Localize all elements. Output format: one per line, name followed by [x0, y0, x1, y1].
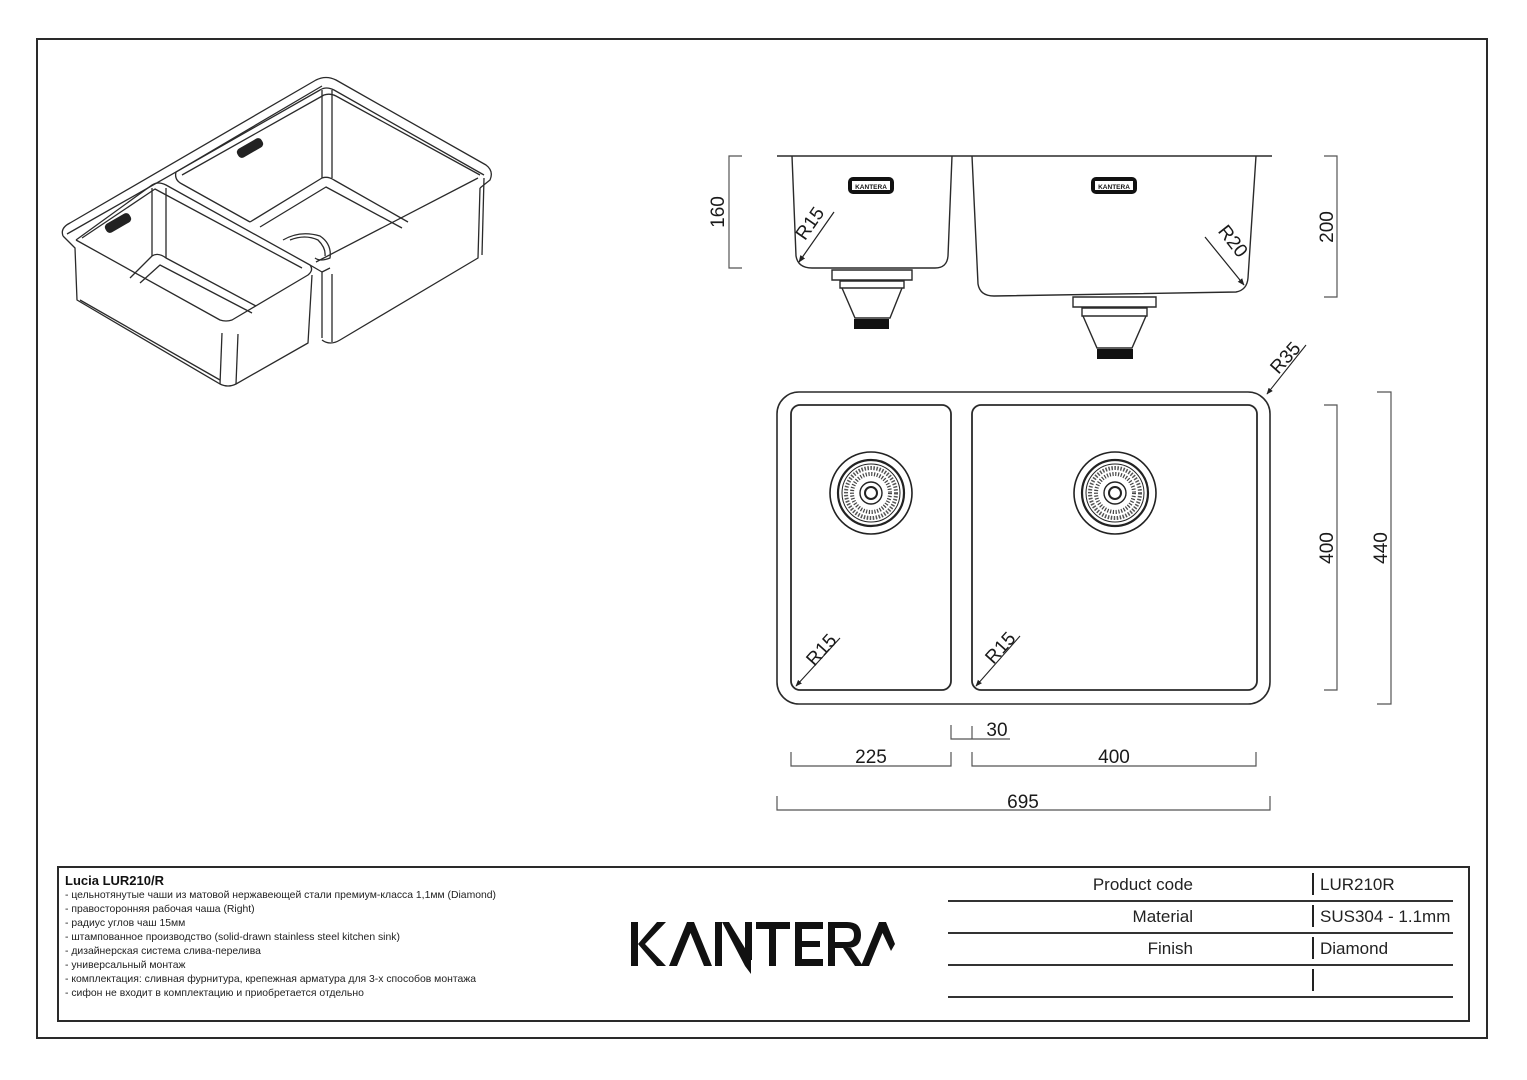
title-block: Lucia LUR210/R - цельнотянутые чаши из м… — [57, 866, 1470, 1022]
badge-text: KANTERA — [1098, 184, 1130, 191]
small-bowl-radius-label: R15 — [792, 204, 829, 245]
spec-separator — [1312, 873, 1314, 895]
feature-line: - радиус углов чаш 15мм — [65, 918, 186, 929]
kantera-logo — [631, 922, 895, 974]
right-bowl-radius-label: R15 — [981, 628, 1020, 668]
inner-height-label: 400 — [1317, 532, 1338, 564]
feature-line: - комплектация: сливная фурнитура, крепе… — [65, 974, 476, 985]
isometric-sink-view — [61, 76, 492, 387]
overall-width-label: 695 — [1007, 792, 1039, 813]
top-radius-leaders — [795, 344, 1307, 687]
spec-separator — [1312, 937, 1314, 959]
feature-line: - штампованное производство (solid-drawn… — [65, 932, 400, 943]
right-bowl-width-label: 400 — [1098, 747, 1130, 768]
product-title: Lucia LUR210/R — [65, 873, 164, 888]
feature-line: - универсальный монтаж — [65, 960, 186, 971]
divider-width-label: 30 — [986, 720, 1007, 741]
outer-height-label: 440 — [1371, 532, 1392, 564]
feature-line: - цельнотянутые чаши из матовой нержавею… — [65, 890, 497, 901]
spec-value: Diamond — [1320, 939, 1389, 958]
product-description: Lucia LUR210/R - цельнотянутые чаши из м… — [65, 873, 605, 1001]
spec-label: Finish — [1147, 939, 1193, 958]
feature-line: - дизайнерская система слива-перелива — [65, 946, 261, 957]
spec-separator — [1312, 969, 1314, 991]
front-dimension-lines — [728, 155, 1338, 298]
spec-label: Material — [1132, 907, 1193, 926]
large-bowl-radius-label: R20 — [1213, 221, 1251, 261]
spec-row-finish: Finish Diamond — [948, 934, 1453, 966]
drain-strainer-icon — [828, 450, 914, 536]
outer-radius-label: R35 — [1266, 338, 1305, 378]
spec-value: SUS304 - 1.1mm — [1320, 907, 1451, 926]
drawing-sheet-frame — [36, 38, 1488, 1039]
spec-value: LUR210R — [1320, 875, 1395, 894]
technical-drawing: KANTERA KANTERA 160 200 R15 R20 R15 R15 … — [61, 76, 1392, 813]
spec-table: Product code LUR210R Material SUS304 - 1… — [948, 870, 1453, 998]
spec-row-material: Material SUS304 - 1.1mm — [948, 902, 1453, 934]
spec-label: Product code — [1092, 875, 1193, 894]
large-bowl-depth-label: 200 — [1317, 211, 1338, 243]
left-bowl-width-label: 225 — [855, 747, 887, 768]
spec-row-empty — [948, 966, 1453, 998]
spec-row-product-code: Product code LUR210R — [948, 870, 1453, 902]
top-view — [776, 391, 1271, 705]
drain-strainer-icon — [1072, 450, 1158, 536]
feature-line: - правосторонняя рабочая чаша (Right) — [65, 904, 255, 915]
spec-separator — [1312, 905, 1314, 927]
front-section-view — [777, 155, 1272, 359]
left-bowl-radius-label: R15 — [802, 630, 841, 670]
top-dimension-lines — [776, 391, 1392, 811]
badge-text: KANTERA — [855, 184, 887, 191]
feature-line: - сифон не входит в комплектацию и приоб… — [65, 988, 364, 999]
small-bowl-depth-label: 160 — [708, 196, 729, 228]
